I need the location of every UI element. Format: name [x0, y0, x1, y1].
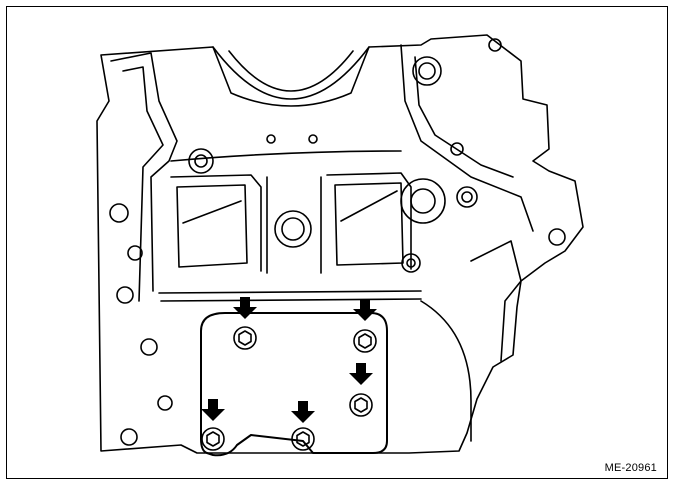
right-rib	[400, 44, 534, 232]
sensor-boss-inner	[406, 258, 416, 268]
cover-bolt	[353, 329, 377, 353]
figure-reference-code: ME-20961	[604, 462, 657, 474]
left-rib	[110, 52, 178, 292]
cover-bolt	[291, 427, 315, 451]
oil-separator-cover	[200, 312, 388, 457]
perimeter-hole	[109, 203, 129, 223]
boss-right-large-inner	[410, 188, 436, 214]
arrow-down-icon	[353, 299, 377, 321]
center-web-right	[326, 172, 412, 270]
left-pocket-diagonal	[182, 200, 242, 224]
upper-cross-web	[170, 150, 402, 162]
perimeter-hole	[450, 142, 464, 156]
lower-cross-web-2	[160, 298, 422, 302]
arrow-down-icon	[201, 399, 225, 421]
sensor-boss	[401, 253, 421, 273]
crank-journal-arc	[212, 46, 370, 100]
lower-cross-web	[158, 290, 422, 294]
perimeter-hole	[120, 428, 138, 446]
perimeter-hole	[140, 338, 158, 356]
cover-bolt	[201, 427, 225, 451]
boss-top-right-inner	[418, 62, 436, 80]
boss-left-inner	[194, 154, 208, 168]
center-plug	[274, 210, 312, 248]
perimeter-hole	[157, 395, 173, 411]
right-flange	[470, 240, 522, 362]
center-web-left	[170, 174, 262, 272]
perimeter-hole	[116, 286, 134, 304]
left-pocket	[176, 184, 248, 268]
engine-block-drawing	[96, 34, 584, 457]
boss-right-small-inner	[461, 191, 473, 203]
boss-left	[188, 148, 214, 174]
right-pocket	[334, 182, 404, 266]
small-hole-2	[308, 134, 318, 144]
boss-right-large	[400, 178, 446, 224]
boss-top-right	[412, 56, 442, 86]
perimeter-hole	[488, 38, 502, 52]
center-plug-inner	[281, 217, 305, 241]
arrow-down-icon	[349, 363, 373, 385]
right-pocket-diagonal	[340, 190, 398, 222]
lower-right-curve	[420, 300, 472, 442]
crank-journal-inner-arc	[228, 50, 354, 92]
boss-right-small	[456, 186, 478, 208]
perimeter-hole	[127, 245, 143, 261]
small-hole-1	[266, 134, 276, 144]
cover-bolt	[349, 393, 373, 417]
block-outline	[96, 34, 584, 454]
left-rib-inner	[122, 66, 164, 302]
arrow-down-icon	[291, 401, 315, 423]
arrow-down-icon	[233, 297, 257, 319]
cover-bolt	[233, 326, 257, 350]
figure-frame: ME-20961	[6, 6, 668, 479]
right-rib-inner	[414, 56, 514, 178]
perimeter-hole	[548, 228, 566, 246]
